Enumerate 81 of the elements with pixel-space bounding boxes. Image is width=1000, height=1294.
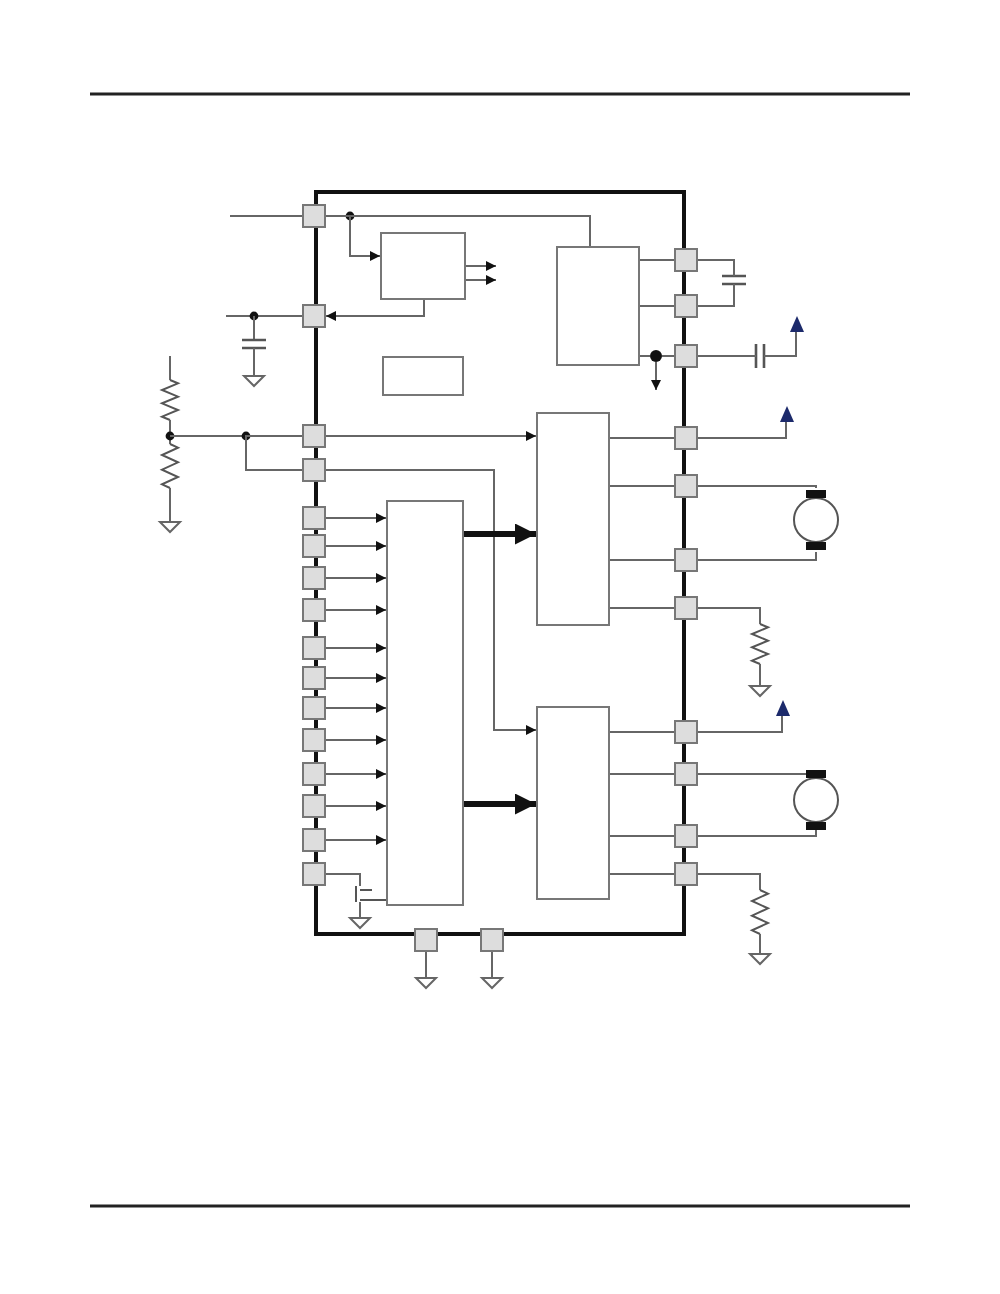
pin-pad [302,636,326,660]
pin-pad [674,720,698,744]
connector [325,541,387,551]
connector [609,559,675,561]
connector [325,801,387,811]
connector [697,331,797,357]
pin-pad [674,862,698,886]
pin-pad [302,862,326,886]
connector [325,573,387,583]
connector [464,523,536,545]
pin-pad [674,474,698,498]
connector [639,305,675,307]
pin-pad [302,728,326,752]
connector [639,259,675,261]
pin-pad [674,344,698,368]
pin-pad [674,248,698,272]
connector [697,259,735,307]
motor-symbol [792,768,840,832]
connector [325,735,387,745]
pin-pad [302,506,326,530]
connector [609,873,675,875]
block-box [382,356,464,396]
block-box [536,706,610,900]
connector [325,643,387,653]
connector [325,703,387,713]
connector [697,551,817,561]
junction-dot [650,350,662,362]
connector [325,605,387,615]
pin-pad [302,598,326,622]
connector [325,469,537,735]
pin-pad [302,696,326,720]
pin-pad [674,294,698,318]
supply-symbol [776,700,790,716]
connector [609,773,675,775]
connector [325,835,387,845]
connector [697,421,787,439]
pin-pad [302,534,326,558]
pin-pad [302,828,326,852]
pin-pad [302,794,326,818]
pin-pad [302,424,326,448]
motor-symbol [792,488,840,552]
connector [464,793,536,815]
connector [465,275,497,285]
pin-pad [302,304,326,328]
connector [609,607,675,609]
pin-pad [674,426,698,450]
connector [609,485,675,487]
pin-pad [674,548,698,572]
connector [697,485,817,489]
connector [325,673,387,683]
connector [325,513,387,523]
connector [661,355,675,357]
connector [325,769,387,779]
connector [651,361,661,391]
connector [325,299,425,321]
connector [697,773,817,833]
pin-pad [302,762,326,786]
pin-pad [674,596,698,620]
connector [609,835,675,837]
connector [609,731,675,733]
connector [465,261,497,271]
connector [609,437,675,439]
pin-pad [414,928,438,952]
block-box [536,412,610,626]
block-box [556,246,640,366]
supply-symbol [780,406,794,422]
connector [325,431,537,441]
pin-pad [302,566,326,590]
block-box [386,500,464,906]
connector [245,435,303,471]
connector [697,831,817,837]
block-box [380,232,466,300]
pin-pad [674,824,698,848]
pin-pad [302,204,326,228]
connector [697,715,783,733]
supply-symbol [790,316,804,332]
pin-pad [302,666,326,690]
pin-pad [302,458,326,482]
connector [639,355,651,357]
pin-pad [480,928,504,952]
pin-pad [674,762,698,786]
